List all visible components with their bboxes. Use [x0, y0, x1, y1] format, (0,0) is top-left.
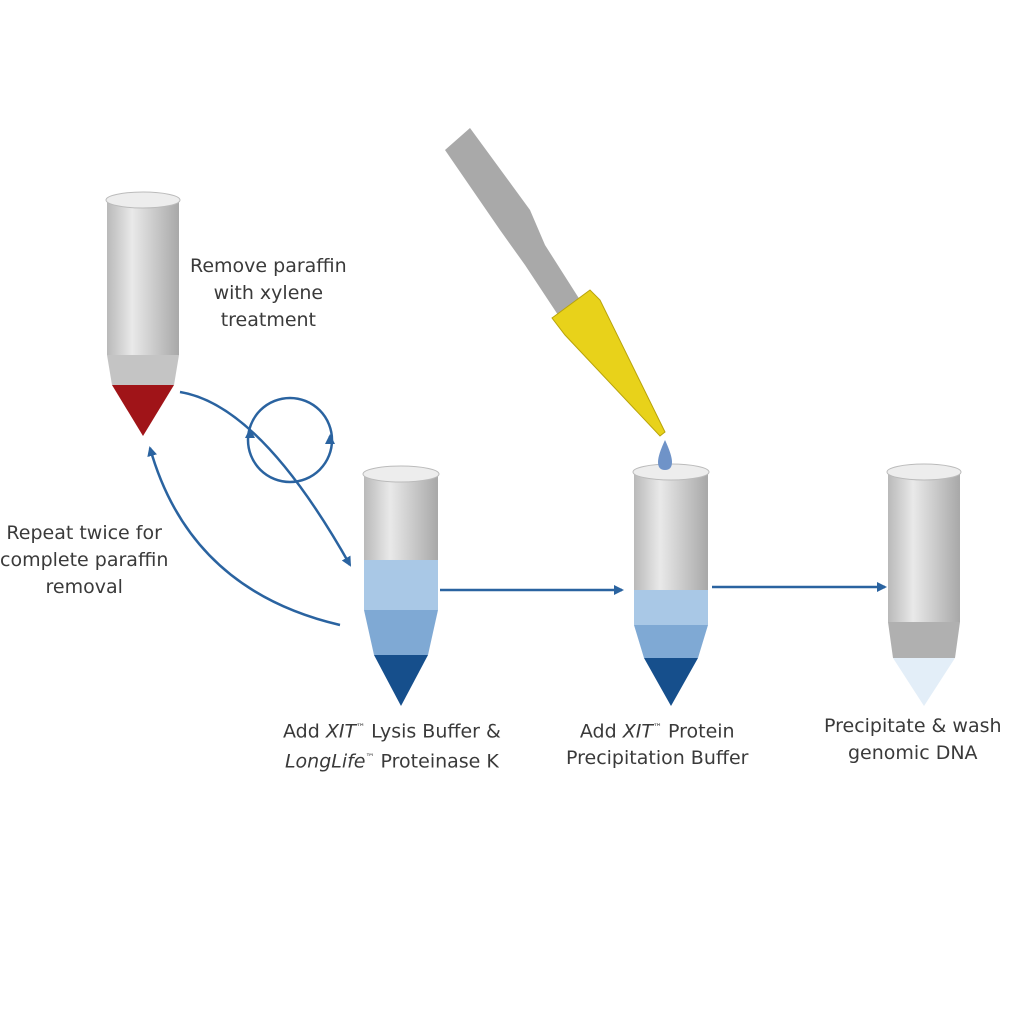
label-line: with xylene — [213, 282, 324, 304]
text: Protein — [661, 720, 735, 743]
label-line: complete paraffin — [0, 549, 169, 571]
label-lysis: Add XIT™ Lysis Buffer & LongLife™ Protei… — [283, 715, 501, 776]
label-protein: Add XIT™ Protein Precipitation Buffer — [566, 715, 748, 772]
pipette-icon — [445, 128, 666, 437]
brand: LongLife — [284, 750, 366, 773]
tube-protein — [632, 440, 710, 706]
drop-icon — [658, 440, 672, 470]
arrow-repeat — [147, 446, 341, 627]
tm: ™ — [356, 723, 366, 733]
label-precipitate: Precipitate & wash genomic DNA — [824, 713, 1002, 767]
label-repeat: Repeat twice for complete paraffin remov… — [0, 520, 168, 601]
brand: XIT — [622, 720, 653, 743]
label-remove-paraffin: Remove paraffin with xylene treatment — [190, 253, 347, 334]
label-line: removal — [45, 576, 123, 598]
label-line: treatment — [220, 309, 317, 331]
text: Add — [283, 720, 326, 743]
label-line: Repeat twice for — [6, 522, 162, 544]
label-line: Precipitation Buffer — [566, 747, 749, 770]
text: Proteinase K — [374, 750, 499, 773]
tube-dna — [886, 463, 962, 706]
tm: ™ — [652, 723, 662, 733]
arrow-to-lysis — [179, 390, 352, 567]
brand: XIT — [325, 720, 357, 743]
tm: ™ — [365, 753, 375, 764]
tube-lysis — [362, 465, 440, 706]
tube-xylene — [105, 191, 181, 436]
text: Lysis Buffer & — [365, 720, 501, 743]
label-line: Remove paraffin — [190, 255, 347, 277]
flow-arrows — [147, 390, 887, 627]
label-line: genomic DNA — [848, 742, 978, 764]
text: Add — [579, 720, 623, 743]
label-line: Precipitate & wash — [824, 715, 1002, 737]
